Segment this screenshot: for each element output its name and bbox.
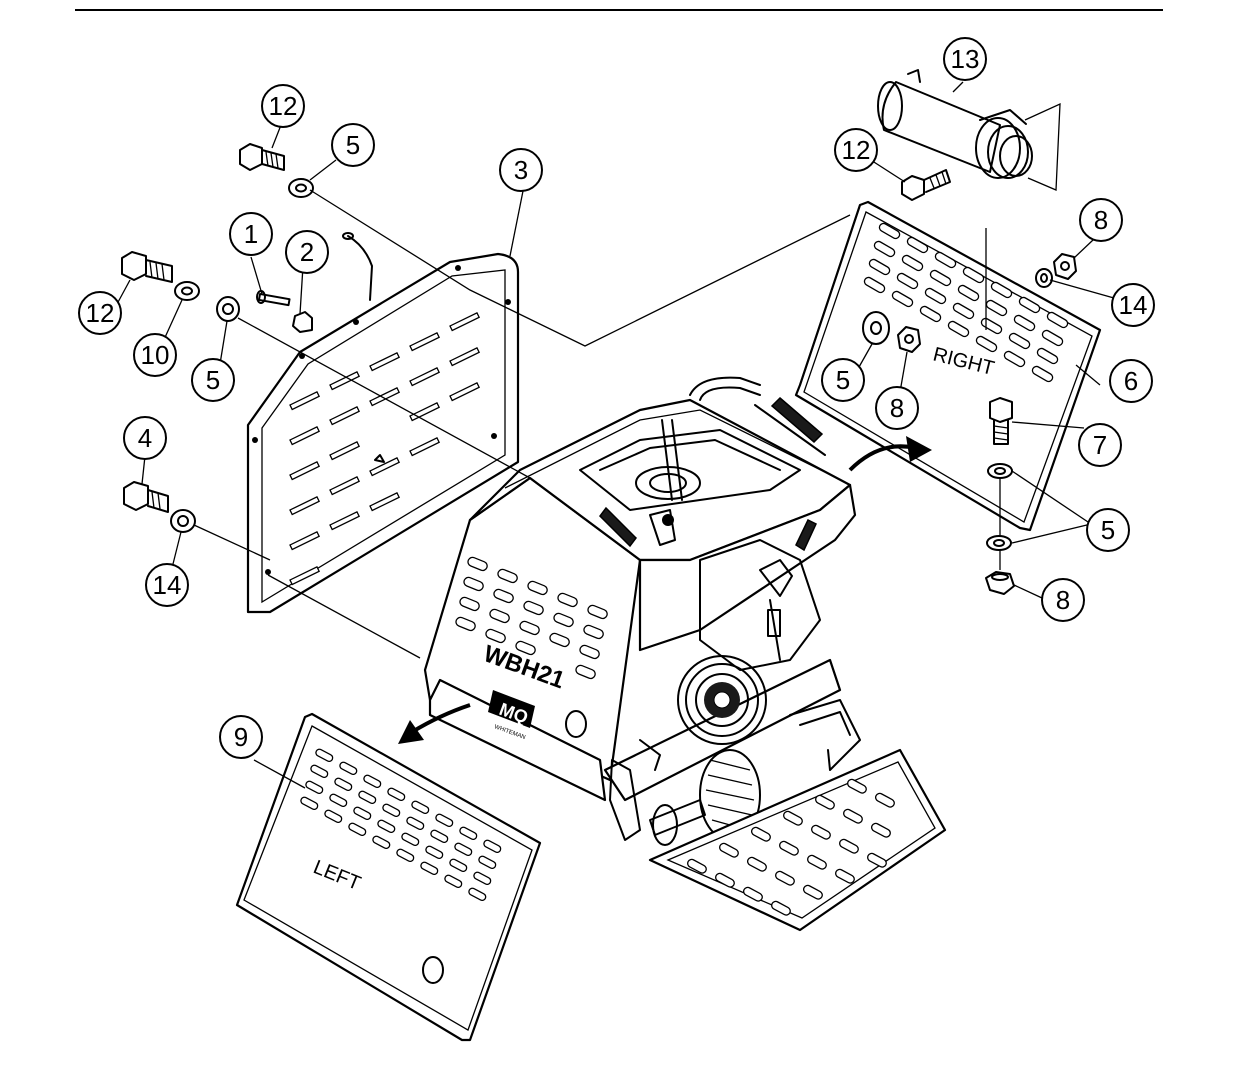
lock-washer-item-10 bbox=[174, 281, 200, 301]
callout-13: 13 bbox=[943, 37, 987, 81]
svg-text:5: 5 bbox=[1101, 515, 1115, 545]
svg-text:9: 9 bbox=[234, 722, 248, 752]
removal-arrow-left bbox=[398, 703, 471, 744]
right-panel-slots bbox=[863, 222, 1069, 383]
callout-8-right-panel: 8 bbox=[875, 386, 919, 430]
callout-10: 10 bbox=[133, 333, 177, 377]
removal-arrow-right bbox=[848, 436, 932, 472]
svg-text:12: 12 bbox=[842, 135, 871, 165]
washer-item-5-right-panel bbox=[862, 311, 890, 345]
hood-hole bbox=[565, 710, 587, 738]
bolt-item-4 bbox=[123, 481, 169, 513]
clip-item-2 bbox=[292, 311, 313, 333]
machine-body: WBH21 MQ WHITEMAN bbox=[423, 376, 947, 932]
svg-text:8: 8 bbox=[890, 393, 904, 423]
callout-9: 9 bbox=[219, 715, 263, 759]
svg-text:14: 14 bbox=[1119, 290, 1148, 320]
callout-8-upper: 8 bbox=[1079, 198, 1123, 242]
washer-item-14-left bbox=[170, 509, 196, 533]
svg-text:1: 1 bbox=[244, 219, 258, 249]
callout-12-muffler: 12 bbox=[834, 128, 878, 172]
callout-6: 6 bbox=[1109, 359, 1153, 403]
svg-text:10: 10 bbox=[141, 340, 170, 370]
wire-harness bbox=[347, 235, 373, 301]
muffler-item-13 bbox=[877, 69, 1033, 179]
callout-12-middle: 12 bbox=[78, 291, 122, 335]
washer-item-5-bottom-b bbox=[986, 535, 1012, 551]
svg-text:4: 4 bbox=[138, 423, 152, 453]
callout-5-bottom: 5 bbox=[1086, 508, 1130, 552]
callout-7: 7 bbox=[1078, 423, 1122, 467]
svg-text:5: 5 bbox=[206, 365, 220, 395]
callout-12-upper: 12 bbox=[261, 84, 305, 128]
callout-1: 1 bbox=[229, 212, 273, 256]
engine bbox=[677, 539, 821, 745]
right-panel-item-6: RIGHT bbox=[794, 200, 1102, 532]
nut-item-8-bottom bbox=[985, 571, 1015, 595]
svg-text:13: 13 bbox=[951, 44, 980, 74]
bolt-item-12-upper bbox=[239, 143, 285, 171]
callout-14-right: 14 bbox=[1111, 283, 1155, 327]
washer-item-5-left bbox=[216, 296, 240, 322]
callout-2: 2 bbox=[285, 230, 329, 274]
handle-grips bbox=[599, 376, 826, 552]
washer-item-14-right bbox=[1035, 268, 1053, 288]
svg-text:14: 14 bbox=[153, 570, 182, 600]
left-panel-item-9: LEFT bbox=[235, 712, 542, 1042]
foot-plate bbox=[609, 699, 947, 932]
svg-text:7: 7 bbox=[1093, 430, 1107, 460]
svg-text:5: 5 bbox=[346, 130, 360, 160]
callout-5-right-panel: 5 bbox=[821, 358, 865, 402]
left-panel-slots bbox=[300, 748, 502, 902]
callout-5-left: 5 bbox=[191, 358, 235, 402]
svg-text:12: 12 bbox=[86, 298, 115, 328]
svg-text:2: 2 bbox=[300, 237, 314, 267]
hood-front-slots bbox=[455, 556, 608, 680]
svg-text:8: 8 bbox=[1094, 205, 1108, 235]
svg-text:12: 12 bbox=[269, 91, 298, 121]
bolt-item-12-middle bbox=[121, 251, 173, 283]
svg-text:3: 3 bbox=[514, 155, 528, 185]
leader-lines bbox=[116, 81, 1122, 789]
bolt-item-7 bbox=[989, 397, 1013, 445]
callout-4: 4 bbox=[123, 416, 167, 460]
bolt-item-12-muffler bbox=[901, 169, 951, 201]
callout-5-upper: 5 bbox=[331, 123, 375, 167]
left-panel-hole bbox=[422, 956, 444, 984]
nut-item-8-right-panel bbox=[897, 326, 921, 353]
nut-item-8-upper bbox=[1053, 253, 1077, 280]
svg-text:8: 8 bbox=[1056, 585, 1070, 615]
washer-item-5-upper bbox=[288, 178, 314, 198]
callout-14-left: 14 bbox=[145, 563, 189, 607]
svg-text:6: 6 bbox=[1124, 366, 1138, 396]
svg-text:5: 5 bbox=[836, 365, 850, 395]
callout-8-bottom: 8 bbox=[1041, 578, 1085, 622]
callout-3: 3 bbox=[499, 148, 543, 192]
